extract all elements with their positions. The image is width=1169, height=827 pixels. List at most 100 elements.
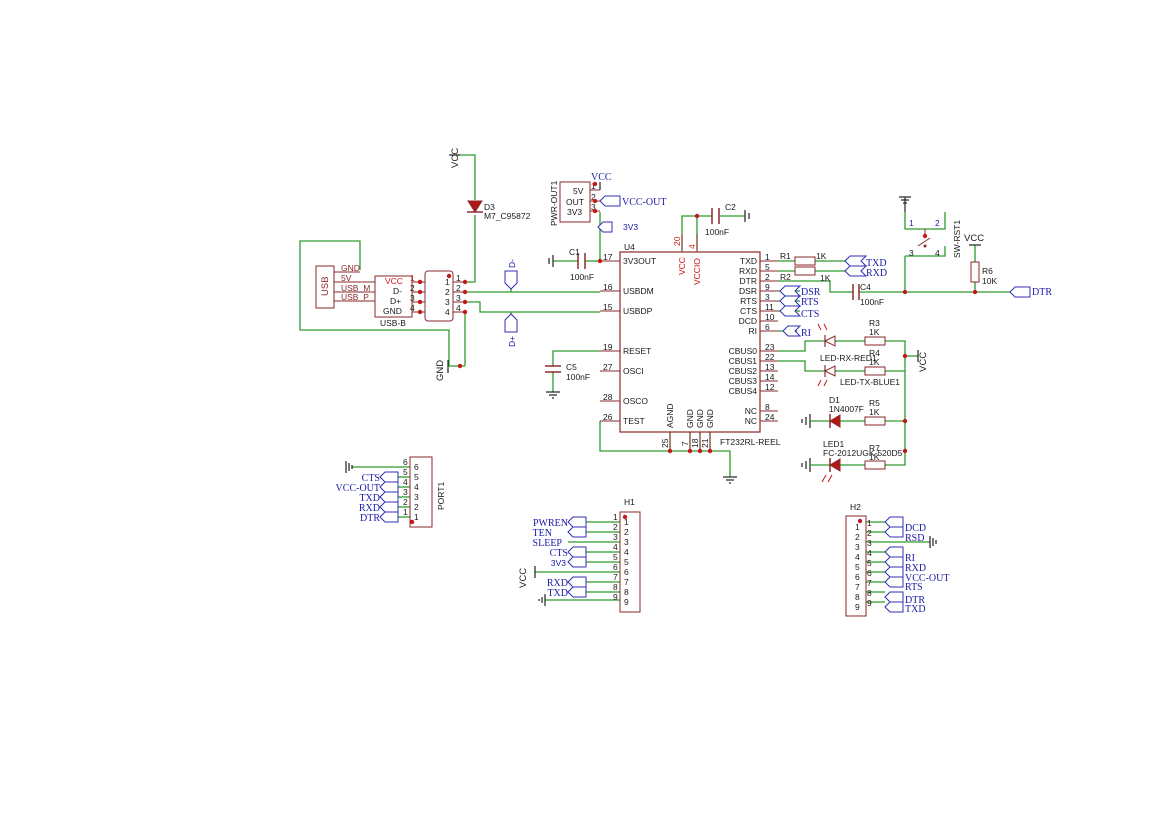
d1-ref: D1	[829, 395, 840, 405]
u4-num-23: 23	[765, 342, 775, 352]
usbb-num-2: 2	[410, 283, 415, 293]
r7-value: 1K	[869, 452, 880, 462]
gnd-u4-bottom	[723, 476, 737, 484]
h2-net-txd: TXD	[905, 604, 926, 615]
pwr-out1: 5V OUT 3V3 1 2 3 PWR-OUT1 VCC VCC-OUT 3V…	[549, 172, 666, 233]
u4-name-usbdp: USBDP	[623, 306, 653, 316]
c2-ref: C2	[725, 202, 736, 212]
usbh-num-1: 1	[445, 277, 450, 287]
u4-name-osci: OSCI	[623, 366, 644, 376]
h2-net-dcd: DCD	[905, 523, 926, 534]
u4-num-8: 8	[765, 402, 770, 412]
port1-num-1: 1	[414, 512, 419, 522]
h1-net-txd: TXD	[547, 588, 568, 599]
sw-pin-1: 1	[909, 218, 914, 228]
c1-ref: C1	[569, 247, 580, 257]
pwr-3v3-label: 3V3	[623, 222, 638, 232]
h1-num-3a: 3	[613, 532, 618, 542]
u4-num-5: 5	[765, 262, 770, 272]
cts-label: CTS	[801, 309, 819, 320]
h1-num-6a: 6	[613, 562, 618, 572]
sw-pin-3: 3	[909, 248, 914, 258]
h1-net-ten: TEN	[533, 528, 552, 539]
usb-pin-usbp: USB_P	[341, 292, 369, 302]
h1-vcc-label: VCC	[518, 568, 529, 588]
u4-ic: U4 FT232RL-REEL 17 16 15 19 27 28 26 3V3…	[600, 234, 781, 451]
h2-num-9b: 9	[867, 598, 872, 608]
dminus-label: D-	[507, 259, 517, 268]
port1-num-1a: 1	[403, 507, 408, 517]
u4-name-rts: RTS	[740, 296, 757, 306]
dplus-flag: D+	[504, 313, 518, 347]
c4-ref: C4	[860, 282, 871, 292]
pwr-vcc-label: VCC	[591, 172, 612, 183]
port1-net-txd: TXD	[359, 493, 380, 504]
h1-num-7a: 7	[613, 572, 618, 582]
port1-net-cts: CTS	[362, 473, 380, 484]
usb-pin-5v: 5V	[341, 273, 352, 283]
h1-net-rxd: RXD	[547, 578, 568, 589]
h2-num-2: 2	[855, 532, 860, 542]
h1-num-5: 5	[624, 557, 629, 567]
sw-pin-4: 4	[935, 248, 940, 258]
port1-num-4: 4	[414, 482, 419, 492]
port1-ref: PORT1	[436, 482, 446, 510]
r4-value: 1K	[869, 357, 880, 367]
r6-value: 10K	[982, 276, 997, 286]
u4-name-usbdm: USBDM	[623, 286, 654, 296]
pwr-vccout-label: VCC-OUT	[622, 197, 666, 208]
usbb-name-gnd: GND	[383, 306, 402, 316]
u4-top-pins: 20 4 VCC VCCIO	[672, 234, 702, 285]
u4-name-test: TEST	[623, 416, 645, 426]
u4-num-12: 12	[765, 382, 775, 392]
u4-num-20: 20	[672, 236, 682, 246]
u4-name-gnd7: GND	[685, 409, 695, 428]
u4-num-18: 18	[690, 438, 700, 448]
u4-num-25: 25	[660, 438, 670, 448]
c1-value: 100nF	[570, 272, 594, 282]
vcc-led-label: VCC	[918, 352, 929, 372]
h1-num-4: 4	[624, 547, 629, 557]
r6-ref: R6	[982, 266, 993, 276]
led-tx: LED-TX-BLUE1	[817, 365, 900, 387]
h2-num-4b: 4	[867, 548, 872, 558]
u4-num-4: 4	[687, 244, 697, 249]
port1-num-5: 5	[414, 472, 419, 482]
c2-capacitor: C2 100nF	[705, 202, 750, 237]
usbb-name-vcc: VCC	[385, 276, 403, 286]
h2-ref: H2	[850, 502, 861, 512]
h2-net-ri: RI	[905, 553, 915, 564]
h1-num-5a: 5	[613, 552, 618, 562]
port1-net-vccout: VCC-OUT	[336, 483, 380, 494]
h2-num-6: 6	[855, 572, 860, 582]
h2-num-1: 1	[855, 522, 860, 532]
u4-num-11: 11	[765, 302, 774, 312]
led1-value: FC-2012UGK-520D5	[823, 448, 903, 458]
dsr-label: DSR	[801, 287, 821, 298]
sw-ref: SW-RST1	[952, 220, 962, 258]
led-tx-ref: LED-TX-BLUE1	[840, 377, 900, 387]
r1-resistor: R1 1K	[780, 251, 827, 266]
r2-value: 1K	[820, 273, 831, 283]
h2-num-5b: 5	[867, 558, 872, 568]
usbb-ref: USB-B	[380, 318, 406, 328]
u4-name-osco: OSCO	[623, 396, 648, 406]
port1-num-6: 6	[414, 462, 419, 472]
dtr-label-r6: DTR	[1032, 287, 1052, 298]
txd-label-r1: TXD	[866, 258, 887, 269]
u4-name-dcd: DCD	[739, 316, 757, 326]
port1-num-2: 2	[414, 502, 419, 512]
pwr-ref: PWR-OUT1	[549, 180, 559, 226]
r7-resistor: R7 1K	[864, 443, 886, 470]
h1-num-2: 2	[624, 527, 629, 537]
h1-num-9a: 9	[613, 592, 618, 602]
u4-name-cbus0: CBUS0	[729, 346, 758, 356]
h1-num-7: 7	[624, 577, 629, 587]
port1-net-dtr: DTR	[360, 513, 380, 524]
pwr-num-1: 1	[591, 181, 596, 191]
u4-num-17: 17	[603, 252, 613, 262]
u4-name-cbus1: CBUS1	[729, 356, 758, 366]
usbh-num-2: 2	[445, 287, 450, 297]
u4-name-3v3out: 3V3OUT	[623, 256, 656, 266]
